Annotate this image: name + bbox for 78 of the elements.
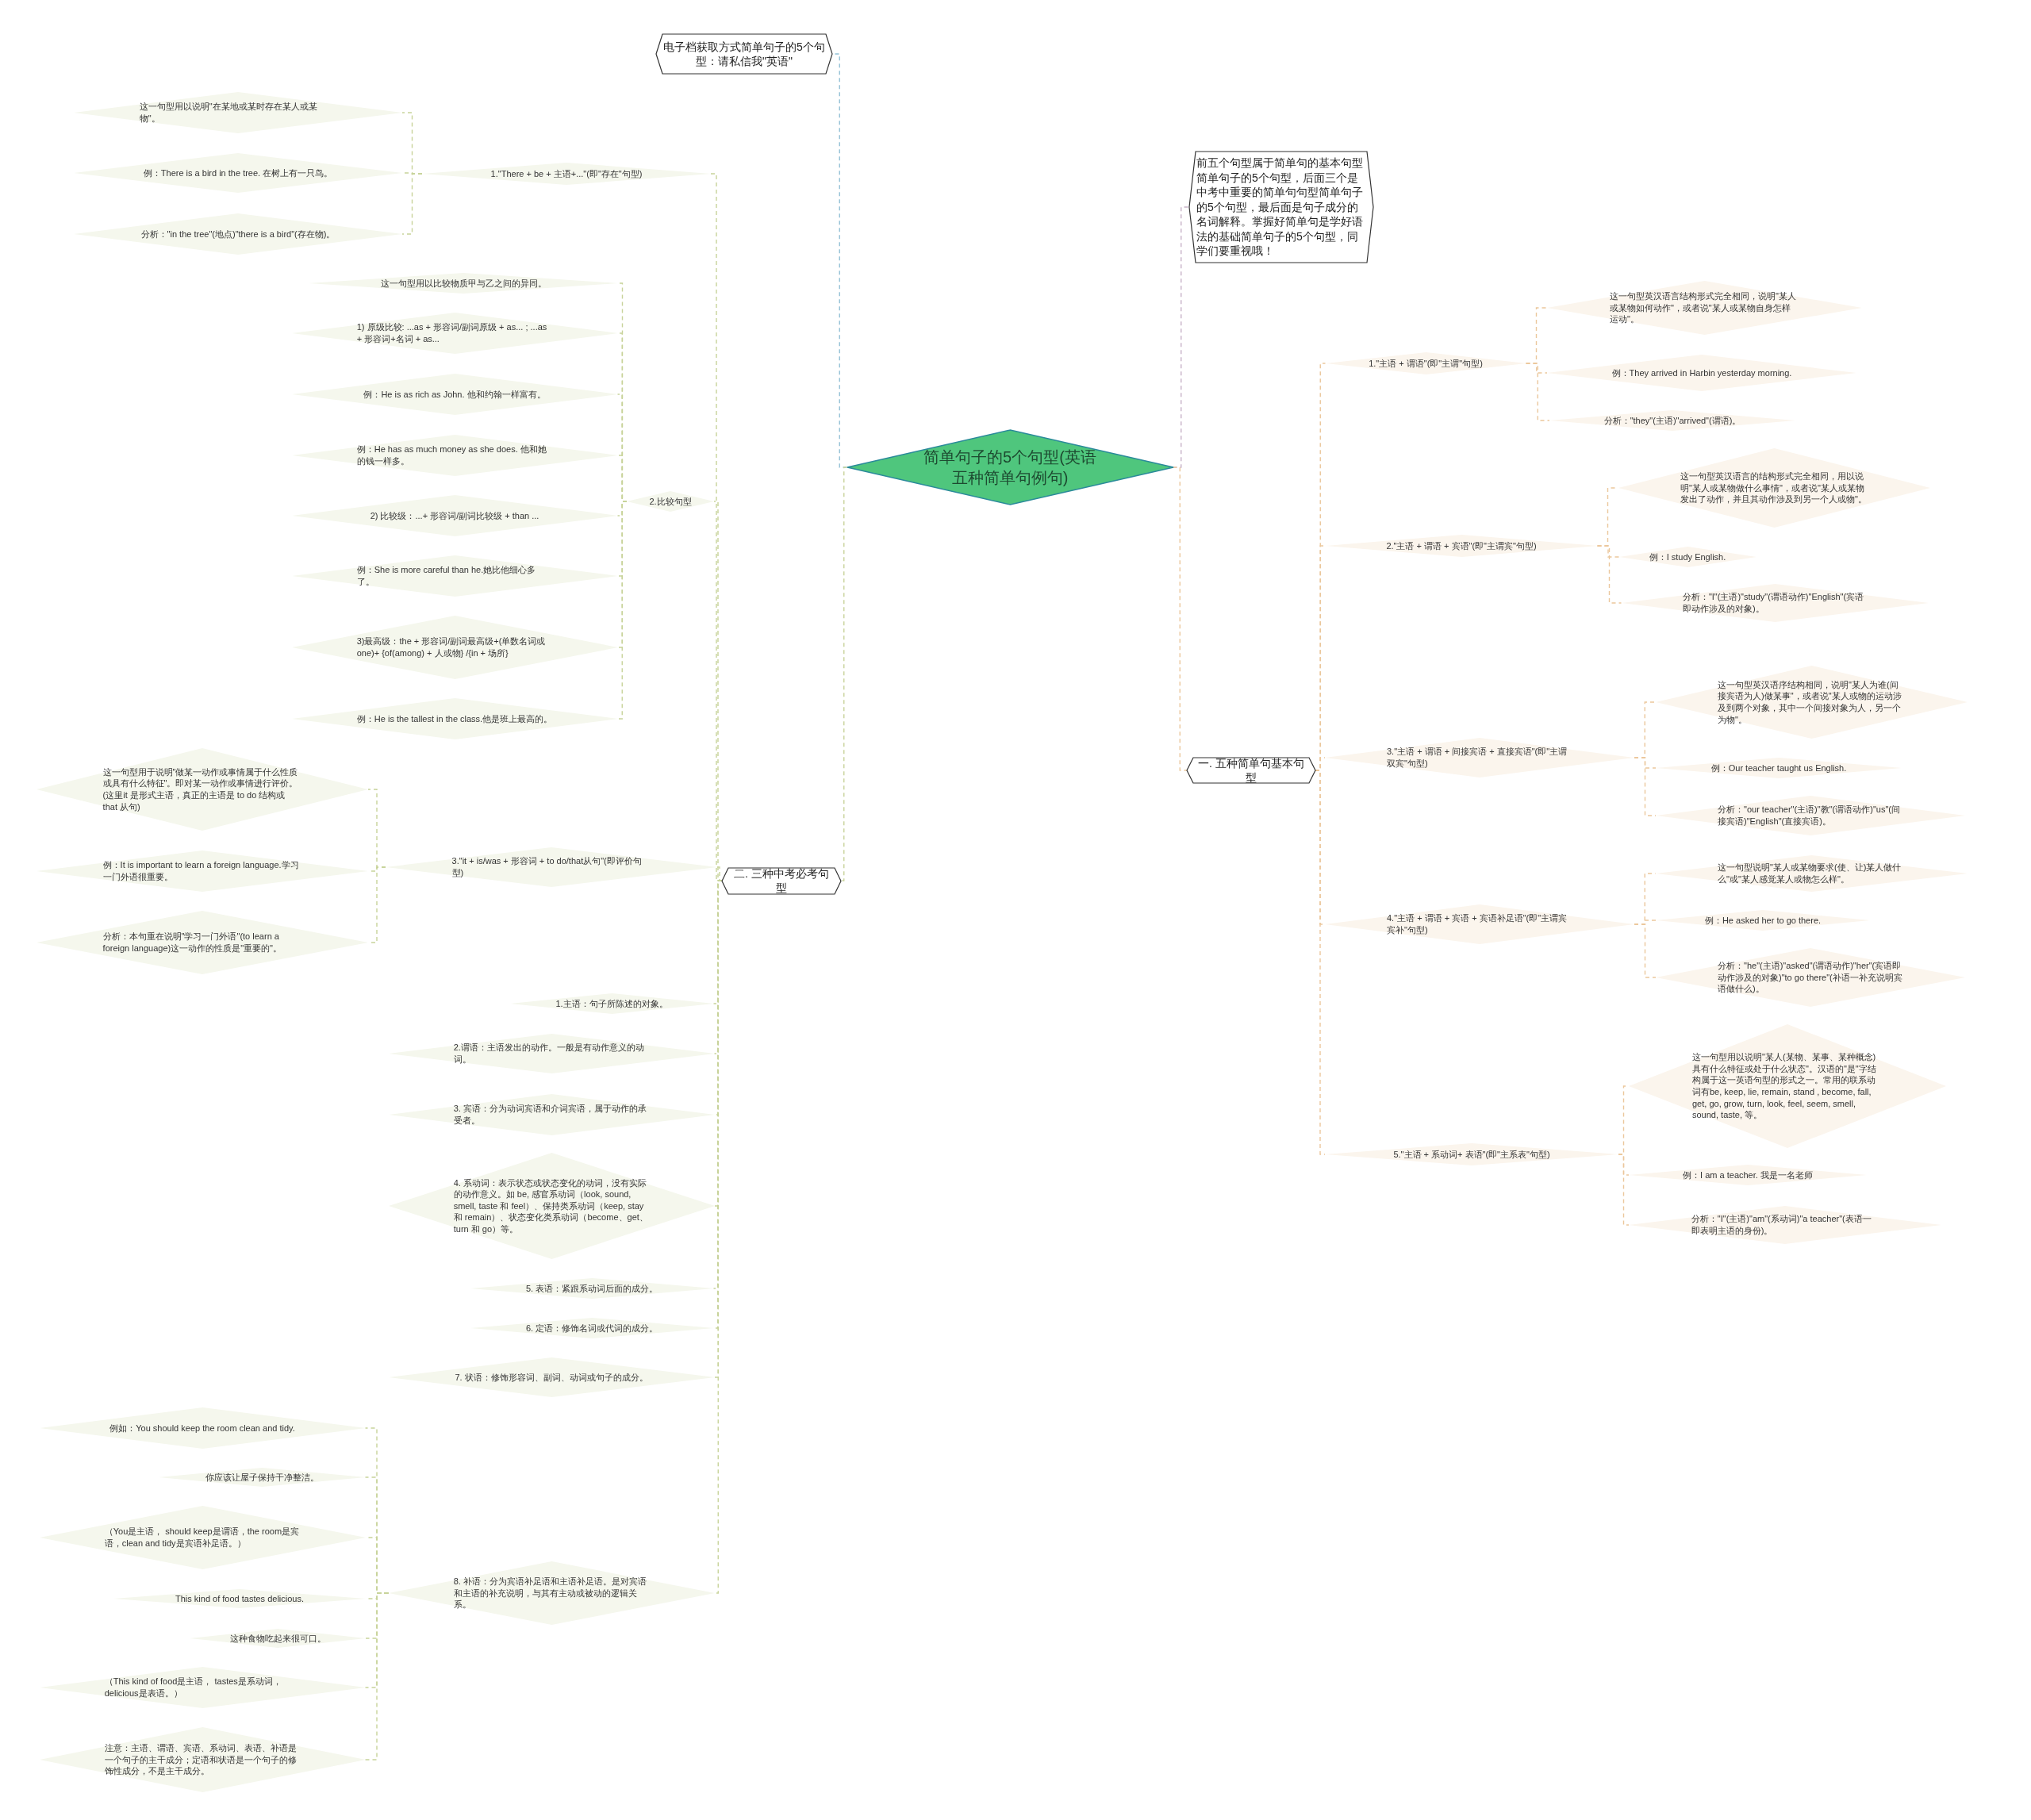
note-text: 分析："in the tree"(地点)"there is a bird"(存在物)。: [140, 228, 336, 240]
connector-line: [1172, 467, 1188, 771]
note-text: 8. 补语：分为宾语补足语和主语补足语。是对宾语和主语的补充说明，与其有主动或被动的逻辑关系。: [453, 1576, 647, 1611]
note-text: 例：Our teacher taught us English.: [1710, 762, 1847, 774]
branch-hexagon: [722, 867, 841, 894]
note-text: 这一句型用以说明"某人(某物、某事、某种概念)具有什么特征或处于什么状态"。汉语的"是"字结构属于这一英语句型的形式之一。常用的联系动词有be, keep, lie, remain, stand , become, fall, get, go, grow, turn, look, feel, seem, smell, sound, taste, 等。: [1692, 1051, 1877, 1121]
note-text: 分析："our teacher"(主语)"教"(谓语动作)"us"(间接宾语)"English"(直接宾语)。: [1718, 804, 1901, 827]
topic-diamond: [388, 1153, 715, 1259]
note-text: 1."主语 + 谓语"(即"主谓"句型): [1369, 357, 1483, 370]
topic-diamond: [39, 1727, 366, 1792]
note-text: 这一句型英汉语言结构形式完全相同，说明"某人或某物如何动作"，或者说"某人或某物自身怎样运动"。: [1609, 290, 1797, 325]
connector-line: [1634, 757, 1657, 816]
note-text: 分析：本句重在说明"学习一门外语"(to learn a foreign language)这一动作的性质是"重要的"。: [102, 931, 283, 954]
note-text: 例：It is important to learn a foreign language.学习一门外语很重要。: [102, 859, 300, 883]
note-text: 5. 表语：紧跟系动词后面的成分。: [525, 1282, 658, 1295]
branch-text: 电子档获取方式简单句子的5个句型：请私信我"英语": [663, 39, 825, 69]
note-text: 例：He is the tallest in the class.他是班上最高的。: [356, 712, 553, 725]
note-text: 这一句型用以说明"在某地或某时存在某人或某物"。: [139, 101, 318, 125]
note-text: This kind of food tastes delicious.: [175, 1592, 304, 1605]
note-text: 7. 状语：修饰形容词、副词、动词或句子的成分。: [455, 1371, 648, 1384]
note-text: （This kind of food是主语， tastes是系动词， delicious是表语。）: [104, 1676, 282, 1699]
note-text: 2) 比较级：...+ 形容词/副词比较级 + than ...: [370, 509, 539, 522]
note-text: 2."主语 + 谓语 + 宾语"(即"主谓宾"句型): [1386, 539, 1537, 552]
branch-text: 二. 三种中考必考句型: [733, 866, 830, 896]
connector-line: [401, 173, 423, 235]
note-text: 例：She is more careful than he.她比他细心多了。: [356, 564, 537, 588]
note-text: 3."主语 + 谓语 + 间接宾语 + 直接宾语"(即"主谓双宾"句型): [1387, 746, 1568, 770]
note-text: 例：I am a teacher. 我是一名老师: [1683, 1169, 1813, 1181]
note-text: 分析："they"(主语)"arrived"(谓语)。: [1603, 414, 1741, 427]
note-text: 3)最高级：the + 形容词/副词最高级+(单数名词或one)+ {of(among) + 人或物} /{in + 场所}: [356, 635, 547, 659]
note-text: 这一句型英汉语言的结构形式完全相同，用以说明"某人或某物做什么事情"，或者说"某人或某物发出了动作，并且其动作涉及到另一个人或物"。: [1680, 470, 1868, 505]
note-text: （You是主语， should keep是谓语，the room是宾语，clean and tidy是宾语补足语。）: [104, 1526, 301, 1549]
note-text: 例：He is as rich as John. 他和约翰一样富有。: [363, 388, 546, 401]
branch-hexagon: [1189, 152, 1373, 263]
branch-text: 一. 五种简单句基本句型: [1197, 755, 1305, 785]
topic-diamond: [627, 491, 714, 512]
central-topic-diamond: [847, 430, 1173, 505]
connector-line: [1634, 923, 1657, 978]
note-text: 例：They arrived in Harbin yesterday morning.: [1611, 367, 1792, 379]
note-text: 例：I study English.: [1649, 551, 1726, 563]
connector-line: [616, 501, 628, 720]
branch-text: 前五个句型属于简单句的基本句型简单句子的5个句型，后面三个是中考中重要的简单句句型简单句子的5个句型，最后面是句子成分的名词解释。掌握好简单句是学好语法的基础简单句子的5个句型，同学们要重视哦！: [1196, 156, 1364, 259]
note-text: 1.主语：句子所陈述的对象。: [555, 997, 668, 1010]
note-text: 你应该让屋子保持干净整洁。: [205, 1471, 319, 1484]
connector-line: [716, 866, 723, 881]
connector-line: [840, 467, 848, 881]
note-text: 分析："I"(主语)"study"(谓语动作)"English"(宾语即动作涉及的对象)。: [1682, 591, 1865, 615]
connector-line: [364, 1592, 390, 1760]
topic-diamond: [36, 748, 368, 831]
note-text: 这一句型说明"某人或某物要求(使、让)某人做什么"或"某人感觉某人或物怎么样"。: [1718, 862, 1902, 885]
note-text: 分析："he"(主语)"asked"(谓语动作)"her"(宾语即动作涉及的对象)"to go there"(补语一补充说明宾语做什么)。: [1718, 960, 1903, 995]
central-topic-text: 简单句子的5个句型(英语五种简单句例句): [923, 447, 1097, 488]
note-text: 例：He asked her to go there.: [1704, 914, 1822, 927]
note-text: 这一句型用以比较物质甲与乙之间的异同。: [380, 277, 547, 290]
note-text: 3."it + is/was + 形容词 + to do/that从句"(即评价句型): [451, 855, 643, 879]
topic-diamond: [1656, 948, 1965, 1007]
note-text: 1."There + be + 主语+..."(即"存在"句型): [490, 167, 643, 180]
note-text: 注意：主语、谓语、宾语、系动词、表语、补语是一个句子的主干成分；定语和状语是一个句子的修饰性成分，不是主干成分。: [104, 1742, 298, 1777]
connector-line: [1596, 545, 1622, 604]
note-text: 2.比较句型: [649, 495, 692, 508]
connector-line: [1525, 363, 1550, 421]
note-text: 3. 宾语：分为动词宾语和介词宾语，属于动作的承受者。: [453, 1103, 647, 1127]
note-text: 4. 系动词：表示状态或状态变化的动词，没有实际的动作意义。如 be, 感官系动词（look, sound, smell, taste 和 feel）、保持类系动词（keep, stay 和 remain）、状态变化类系动词（become、get、turn 和 go）等。: [453, 1177, 649, 1235]
branch-hexagon: [1187, 758, 1315, 783]
note-text: 2.谓语：主语发出的动作。一般是有动作意义的动词。: [453, 1042, 645, 1066]
note-text: 例如：You should keep the room clean and tidy.: [109, 1422, 295, 1434]
note-text: 分析："I"(主语)"am"(系动词)"a teacher"(表语一即表明主语的身份)。: [1691, 1213, 1872, 1237]
note-text: 这一句型英汉语序结构相同，说明"某人为谁(间接宾语为人)做某事"，或者说"某人或物的运动涉及到两个对象，其中一个间接对象为人，另一个为物"。: [1718, 678, 1902, 726]
note-text: 这一句型用于说明"做某一动作或事情属于什么性质或具有什么特征"。即对某一动作或事情进行评价。(这里it 是形式主语，真正的主语是 to do 结构或 that 从句): [102, 766, 299, 813]
note-text: 这种食物吃起来很可口。: [229, 1632, 326, 1645]
branch-hexagon: [656, 34, 832, 74]
note-text: 1) 原级比较: ...as + 形容词/副词原级 + as... ; ...as + 形容词+名词 + as...: [356, 321, 548, 345]
note-text: 5."主语 + 系动词+ 表语"(即"主系表"句型): [1393, 1148, 1550, 1161]
note-text: 4."主语 + 谓语 + 宾语 + 宾语补足语"(即"主谓宾宾补"句型): [1387, 912, 1568, 936]
note-text: 例：He has as much money as she does. 他和她的钱一样多。: [356, 443, 547, 467]
note-text: 6. 定语：修饰名词或代词的成分。: [525, 1322, 658, 1334]
note-text: 例：There is a bird in the tree. 在树上有一只鸟。: [143, 167, 333, 179]
topic-diamond: [1655, 666, 1968, 739]
